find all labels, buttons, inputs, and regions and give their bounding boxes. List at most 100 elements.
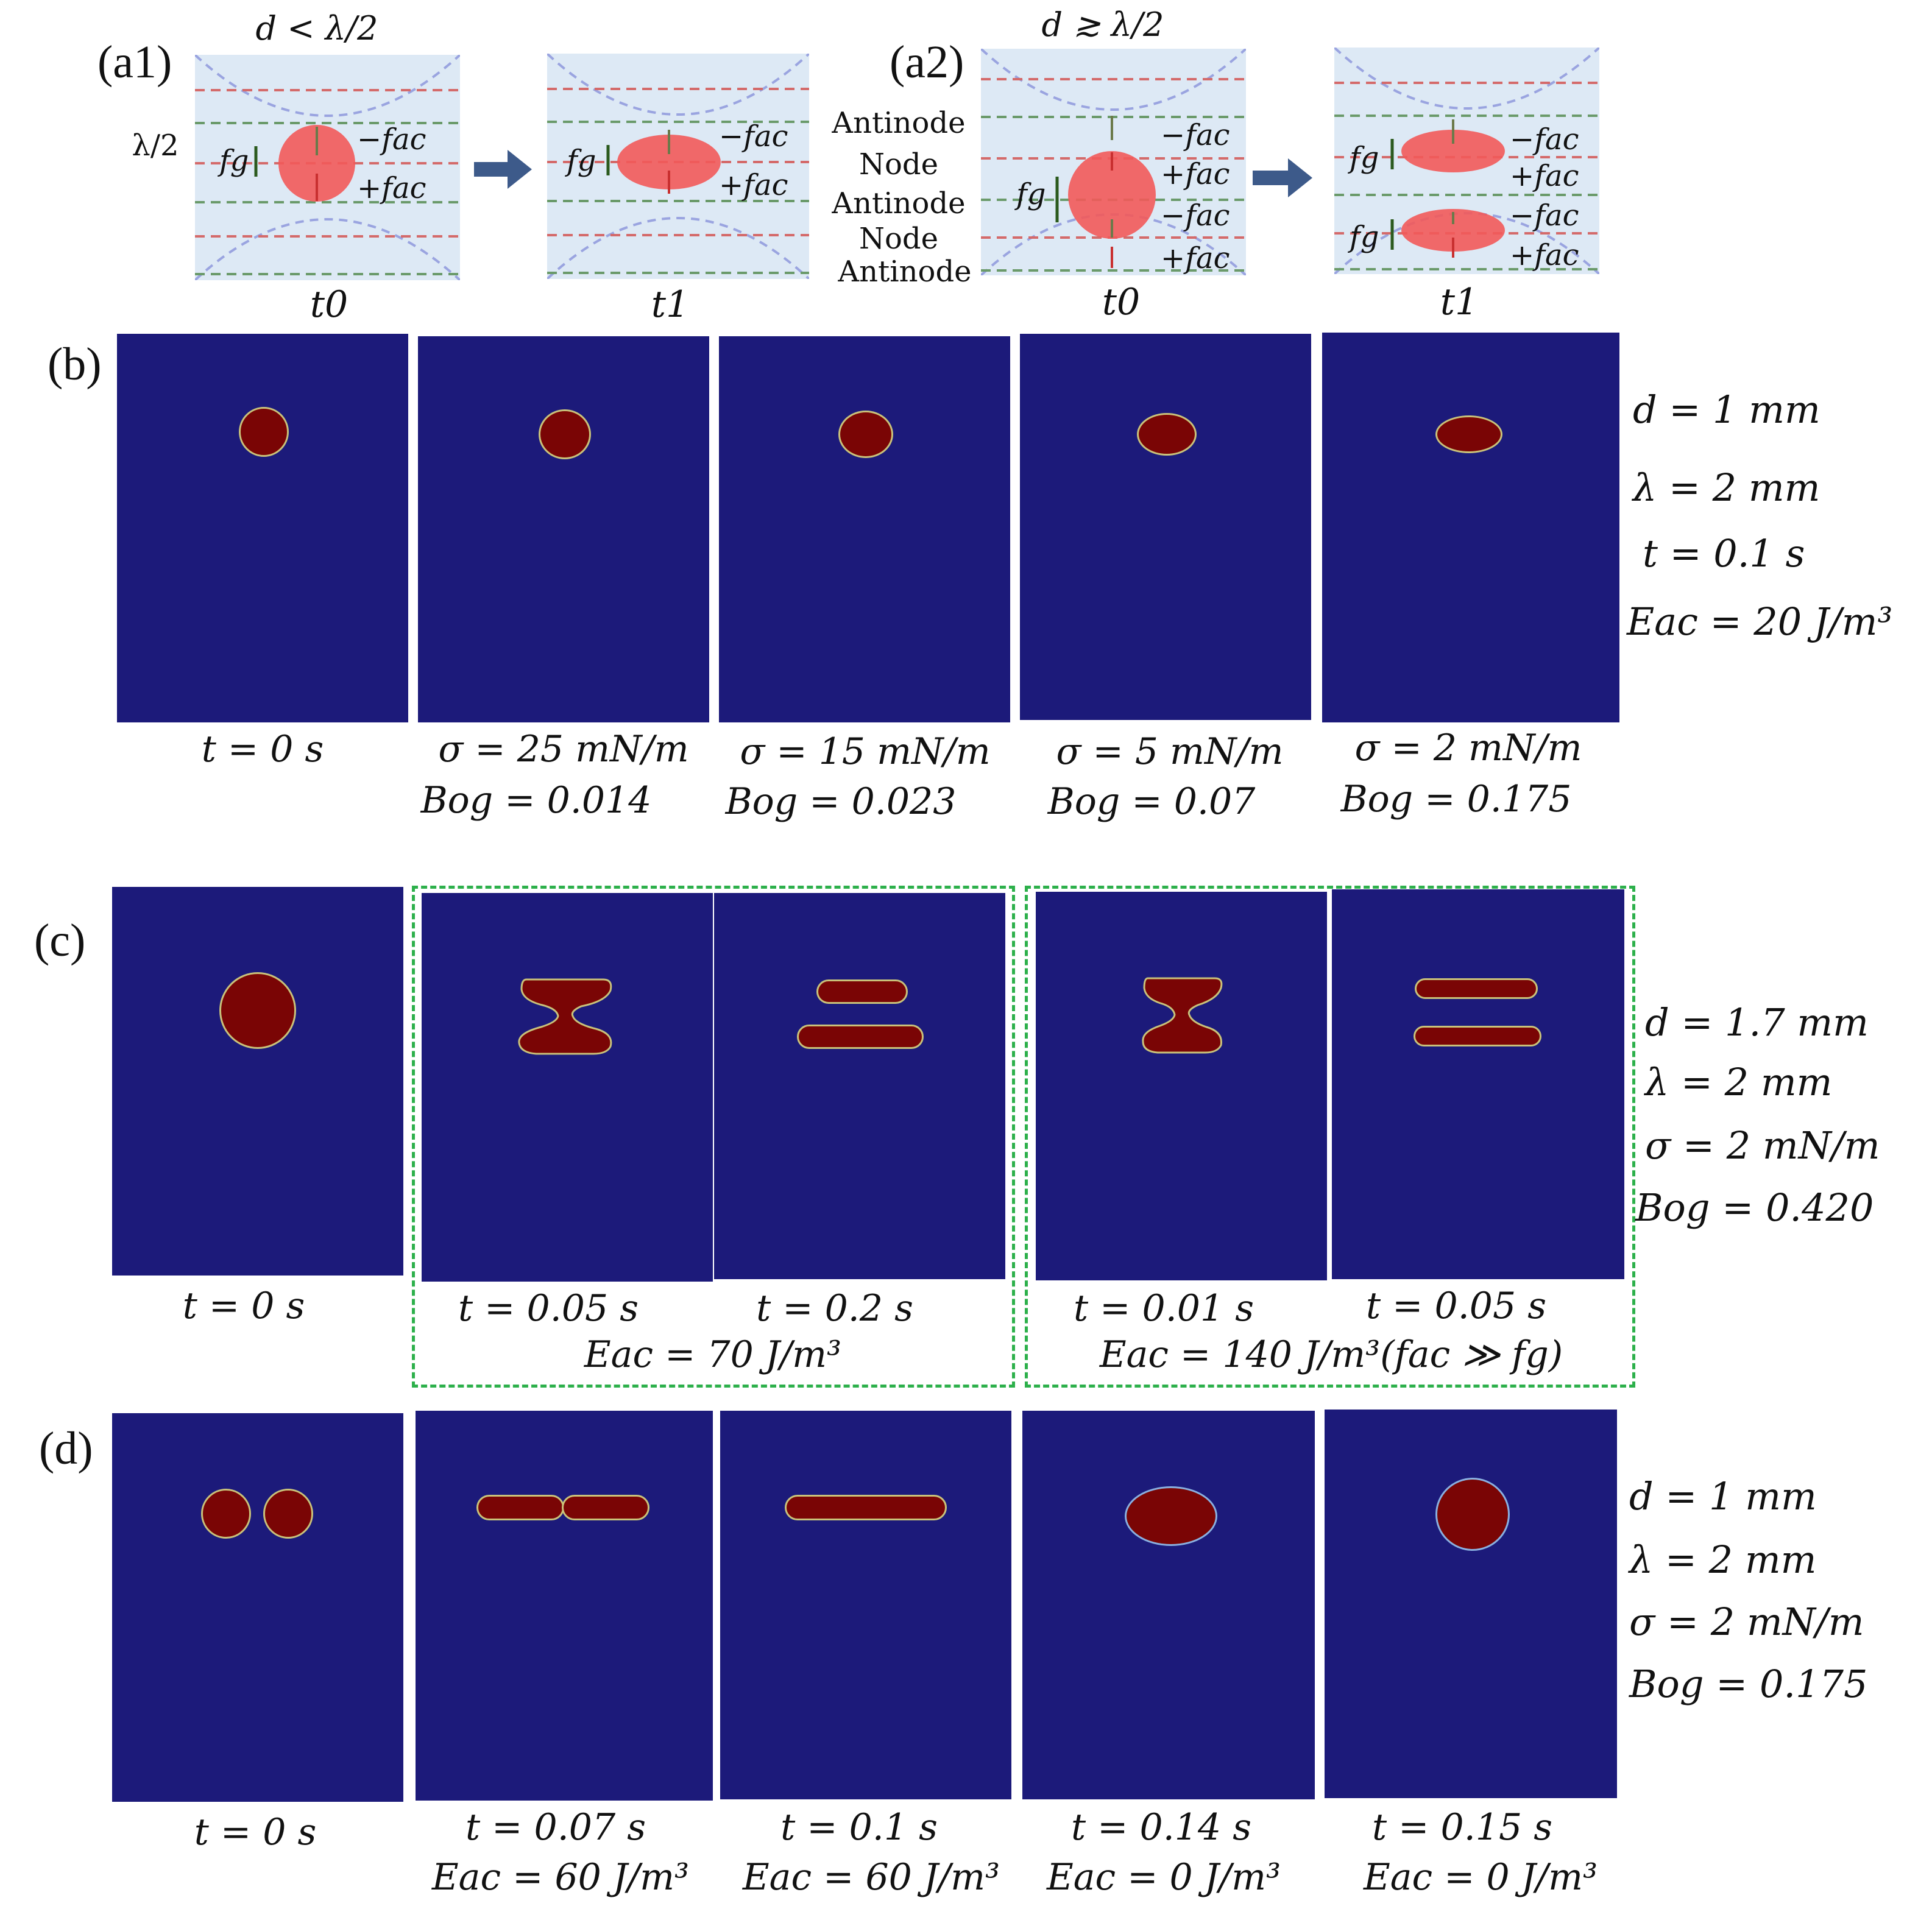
droplet	[1435, 1478, 1510, 1551]
b-frame-2	[418, 336, 709, 722]
c-caption-4: t = 0.01 s	[1074, 1287, 1254, 1330]
d-frame-5	[1325, 1410, 1617, 1798]
droplet-left	[201, 1489, 251, 1539]
b-caption-3-line2: Bog = 0.023	[725, 780, 957, 823]
c-frame-5	[1332, 889, 1624, 1279]
droplet-right	[263, 1489, 313, 1539]
necking-droplet	[1142, 977, 1223, 1054]
a2-t1-minus-fac-1: −fac	[1510, 122, 1579, 157]
panel-a2-label: (a2)	[890, 37, 964, 88]
b-caption-5-line2: Bog = 0.175	[1340, 778, 1572, 820]
b-caption-3-line1: σ = 15 mN/m	[740, 730, 991, 773]
b-caption-1-line1: t = 0 s	[201, 728, 324, 771]
d-caption-3-line2: Eac = 60 J/m³	[742, 1856, 1000, 1899]
c-group-frame-2	[1025, 886, 1635, 1388]
d-caption-2-line2: Eac = 60 J/m³	[431, 1856, 690, 1899]
panel-d-label: (d)	[39, 1423, 93, 1474]
d-caption-5-line1: t = 0.15 s	[1372, 1806, 1552, 1849]
d-caption-2-line1: t = 0.07 s	[465, 1806, 646, 1849]
droplet	[539, 409, 591, 459]
a2-node-label-3: Antinode	[832, 186, 966, 221]
lower-lamella	[797, 1025, 924, 1049]
b-frame-3	[719, 336, 1010, 722]
c-caption-group-1: Eac = 70 J/m³	[584, 1333, 842, 1376]
a2-condition: d ≳ λ/2	[1041, 5, 1164, 44]
droplet	[1435, 415, 1502, 453]
b-param-4: Eac = 20 J/m³	[1627, 599, 1893, 644]
a2-t1-minus-fac-2: −fac	[1510, 199, 1579, 233]
c-caption-5: t = 0.05 s	[1366, 1285, 1546, 1327]
a2-t1-plus-fac-2: +fac	[1510, 238, 1579, 272]
a1-t1-diagram	[547, 54, 809, 279]
droplet	[219, 972, 296, 1049]
a1-lambda-half: λ/2	[132, 129, 179, 163]
b-caption-4-line2: Bog = 0.07	[1047, 780, 1256, 823]
d-param-3: σ = 2 mN/m	[1629, 1600, 1864, 1644]
panel-b-label: (b)	[48, 339, 102, 390]
b-param-2: λ = 2 mm	[1633, 465, 1821, 510]
d-caption-3-line1: t = 0.1 s	[780, 1806, 938, 1849]
a1-arrow-icon	[474, 150, 532, 189]
a1-t1-label: t1	[651, 283, 690, 326]
c-caption-group-2: Eac = 140 J/m³(fac ≫ fg)	[1099, 1333, 1563, 1376]
droplet	[1125, 1486, 1217, 1546]
a2-t1-diagram	[1334, 48, 1599, 274]
a2-t1-plus-fac-1: +fac	[1510, 159, 1579, 193]
upper-lamella	[1415, 978, 1538, 999]
a1-plus-fac: +fac	[357, 171, 426, 205]
a2-t0-label: t0	[1102, 281, 1141, 323]
a1-condition: d < λ/2	[255, 9, 378, 48]
a2-plus-fac-2: +fac	[1161, 241, 1230, 275]
c-param-4: Bog = 0.420	[1635, 1185, 1874, 1230]
a2-t0-diagram	[981, 49, 1246, 275]
a1-t1-minus-fac: −fac	[719, 119, 788, 153]
b-caption-4-line1: σ = 5 mN/m	[1056, 730, 1284, 773]
a2-node-label-4: Node	[858, 222, 939, 256]
b-param-1: d = 1 mm	[1633, 387, 1821, 432]
panel-a1-label: (a1)	[97, 37, 172, 88]
a2-node-label-1: Antinode	[832, 106, 966, 140]
d-caption-1-line1: t = 0 s	[194, 1811, 317, 1854]
droplet	[1137, 413, 1197, 456]
necking-droplet	[518, 978, 612, 1055]
a2-plus-fac-1: +fac	[1161, 157, 1230, 191]
a2-node-label-2: Node	[858, 147, 939, 182]
c-caption-2: t = 0.05 s	[458, 1287, 639, 1330]
a1-t1-fg: fg	[567, 144, 596, 178]
b-frame-4	[1020, 334, 1311, 720]
d-caption-5-line2: Eac = 0 J/m³	[1363, 1856, 1598, 1899]
droplet-right	[562, 1495, 649, 1520]
a2-minus-fac-1: −fac	[1161, 118, 1230, 152]
c-frame-3	[714, 893, 1005, 1279]
a1-t1-plus-fac: +fac	[719, 168, 788, 202]
b-caption-2-line2: Bog = 0.014	[420, 779, 652, 822]
a1-t0-label: t0	[310, 283, 349, 326]
c-caption-1: t = 0 s	[182, 1285, 305, 1327]
a1-t0-diagram	[195, 55, 460, 280]
c-param-2: λ = 2 mm	[1645, 1060, 1833, 1104]
merged-droplet	[785, 1495, 947, 1520]
d-param-2: λ = 2 mm	[1629, 1537, 1817, 1582]
d-caption-4-line2: Eac = 0 J/m³	[1046, 1856, 1281, 1899]
c-param-3: σ = 2 mN/m	[1645, 1123, 1880, 1168]
b-frame-5	[1322, 333, 1619, 722]
d-frame-1	[112, 1413, 403, 1802]
a2-arrow-icon	[1253, 158, 1312, 197]
a2-t1-fg-2: fg	[1350, 220, 1379, 254]
c-group-frame-1	[412, 886, 1015, 1388]
a2-minus-fac-2: −fac	[1161, 199, 1230, 233]
panel-c-label: (c)	[34, 915, 86, 966]
c-frame-4	[1036, 892, 1327, 1280]
b-caption-2-line1: σ = 25 mN/m	[438, 728, 689, 771]
d-param-4: Bog = 0.175	[1629, 1662, 1868, 1706]
c-frame-2	[422, 893, 713, 1282]
d-param-1: d = 1 mm	[1629, 1474, 1817, 1519]
b-param-3: t = 0.1 s	[1643, 531, 1805, 576]
lower-lamella	[1414, 1026, 1541, 1046]
droplet-left	[476, 1495, 564, 1520]
c-frame-1	[112, 887, 403, 1276]
droplet	[239, 407, 289, 457]
a2-fg: fg	[1016, 177, 1046, 211]
b-frame-1	[117, 334, 408, 722]
d-caption-4-line1: t = 0.14 s	[1071, 1806, 1251, 1849]
